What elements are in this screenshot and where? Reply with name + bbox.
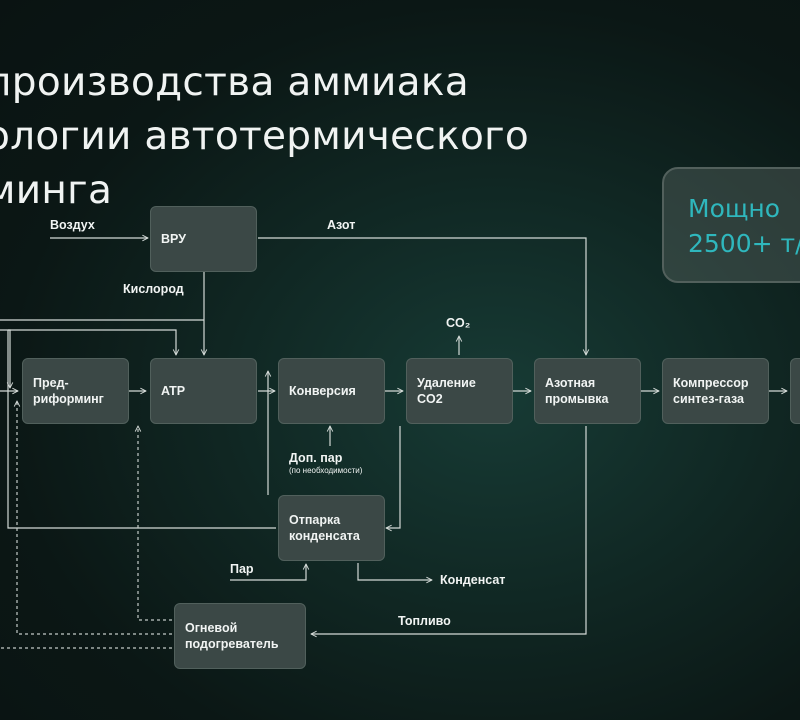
next-stage-box <box>790 358 800 424</box>
if-needed-label: (по необходимости) <box>289 466 363 475</box>
nitrogen-wash-label-2: промывка <box>545 392 609 406</box>
condensate-label: Конденсат <box>440 573 506 587</box>
stripping-box: Отпарка конденсата <box>278 495 385 561</box>
compressor-label-2: синтез-газа <box>673 392 744 406</box>
co2-removal-label-1: Удаление <box>417 376 476 390</box>
stripping-label-2: конденсата <box>289 529 360 543</box>
capacity-callout: Мощно 2500+ т/ <box>662 167 800 283</box>
page-title: производства аммиака ологии автотермичес… <box>0 56 529 218</box>
prereforming-box: Пред- риформинг <box>22 358 129 424</box>
nitrogen-wash-label-1: Азотная <box>545 376 596 390</box>
compressor-label-1: Компрессор <box>673 376 749 390</box>
heater-dashed-to-atr <box>138 426 172 621</box>
co2-to-stripping-arrow <box>386 426 401 528</box>
title-line-2: ологии автотермического <box>0 114 530 159</box>
extra-steam-label: Доп. пар <box>289 451 343 465</box>
prereforming-label-2: риформинг <box>33 392 104 406</box>
conversion-box: Конверсия <box>278 358 385 424</box>
stripping-recycle-line <box>7 330 276 529</box>
nitrogen-label: Азот <box>327 218 356 232</box>
stripping-label-1: Отпарка <box>289 513 341 527</box>
prereforming-label-1: Пред- <box>33 376 69 390</box>
title-line-3: минга <box>0 168 113 213</box>
nitrogen-wash-box: Азотная промывка <box>534 358 641 424</box>
fuel-label: Топливо <box>398 614 451 628</box>
recycle-line-3 <box>8 329 176 355</box>
atr-label: ATP <box>161 384 186 398</box>
steam-arrow <box>230 564 306 581</box>
fired-heater-label-1: Огневой <box>185 621 238 635</box>
capacity-line-1: Мощно <box>688 194 781 223</box>
steam-label: Пар <box>230 562 254 576</box>
nitrogen-arrow <box>258 237 586 355</box>
fired-heater-box: Огневой подогреватель <box>174 603 306 669</box>
conversion-label: Конверсия <box>289 384 356 398</box>
co2-label: CO₂ <box>446 316 471 330</box>
heater-dashed-to-prereforming <box>17 401 172 635</box>
fired-heater-label-2: подогреватель <box>185 637 279 651</box>
fuel-arrow <box>311 426 587 634</box>
capacity-line-2: 2500+ т/ <box>688 229 800 258</box>
title-line-1: производства аммиака <box>0 60 469 105</box>
air-label: Воздух <box>50 218 95 232</box>
condensate-out-arrow <box>357 563 432 580</box>
compressor-box: Компрессор синтез-газа <box>662 358 769 424</box>
vru-box: ВРУ <box>150 206 257 272</box>
vru-label: ВРУ <box>161 232 186 246</box>
co2-removal-box: Удаление CO2 <box>406 358 513 424</box>
atr-box: ATP <box>150 358 257 424</box>
co2-removal-label-2: CO2 <box>417 392 443 406</box>
oxygen-label: Кислород <box>123 282 184 296</box>
